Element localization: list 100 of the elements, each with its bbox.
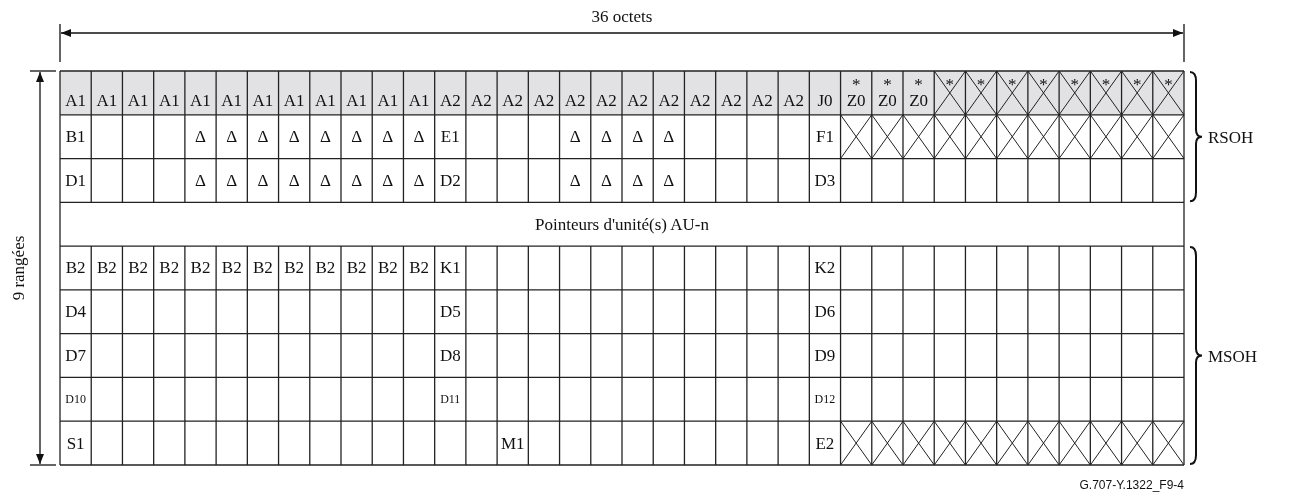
asterisk-mark: *: [883, 74, 892, 93]
byte-label: M1: [500, 434, 525, 452]
byte-label: B2: [221, 259, 242, 277]
asterisk-mark: *: [1132, 74, 1142, 93]
byte-label: Δ: [288, 128, 300, 146]
byte-label: A1: [377, 91, 399, 112]
byte-label: B2: [377, 259, 398, 277]
byte-label: Δ: [288, 171, 300, 189]
byte-label: Δ: [226, 171, 238, 189]
dimension-label: 36 octets: [591, 8, 653, 25]
byte-label: Δ: [382, 128, 394, 146]
byte-label: D8: [439, 347, 461, 365]
section-label: RSOH: [1208, 128, 1254, 146]
section-label: MSOH: [1208, 347, 1258, 365]
byte-label: D12: [814, 393, 836, 406]
byte-label: A2: [502, 91, 524, 112]
asterisk-mark: *: [1101, 74, 1111, 93]
byte-label: A1: [408, 91, 430, 112]
byte-label: B2: [253, 259, 273, 277]
asterisk-mark: *: [914, 74, 923, 93]
byte-label: B2: [159, 259, 180, 277]
byte-label: A1: [315, 91, 336, 112]
byte-label: A1: [283, 91, 305, 112]
byte-label: A1: [158, 91, 180, 112]
byte-label: Δ: [569, 171, 581, 189]
asterisk-mark: *: [1070, 74, 1079, 93]
byte-label: Δ: [351, 171, 363, 189]
asterisk-mark: *: [1164, 74, 1173, 93]
byte-label: F1: [815, 128, 834, 146]
byte-label: A1: [96, 91, 118, 112]
byte-label: Δ: [413, 171, 425, 189]
byte-label: D5: [439, 303, 461, 321]
byte-label: A1: [190, 91, 211, 112]
byte-label: A2: [752, 91, 773, 112]
byte-label: A2: [689, 91, 711, 112]
byte-label: A1: [221, 91, 243, 112]
asterisk-mark: *: [945, 74, 955, 93]
byte-label: Δ: [600, 128, 612, 146]
byte-label: Δ: [632, 171, 644, 189]
byte-label: Δ: [600, 171, 612, 189]
byte-label: D2: [439, 171, 461, 189]
byte-label: D3: [814, 171, 836, 189]
byte-label: A2: [627, 91, 648, 112]
byte-label: A2: [564, 91, 586, 112]
byte-label: B1: [65, 128, 86, 146]
byte-label: B2: [128, 259, 148, 277]
byte-label: D10: [65, 393, 86, 406]
byte-label: Δ: [351, 128, 363, 146]
byte-label: S1: [66, 434, 85, 452]
byte-label: Δ: [663, 171, 675, 189]
byte-label: Δ: [319, 128, 331, 146]
byte-label: B2: [65, 259, 86, 277]
byte-label: B2: [409, 259, 429, 277]
byte-label: A1: [252, 91, 274, 112]
byte-label: Δ: [257, 128, 269, 146]
byte-label: A1: [127, 91, 149, 112]
byte-label: D7: [65, 347, 86, 365]
byte-label: D4: [65, 303, 86, 321]
byte-label: A1: [346, 91, 367, 112]
byte-label: Δ: [663, 128, 675, 146]
byte-label: Δ: [632, 128, 644, 146]
byte-label: Z0: [909, 91, 929, 112]
byte-label: A2: [596, 91, 617, 112]
byte-label: Δ: [569, 128, 581, 146]
byte-label: E1: [440, 128, 460, 146]
byte-label: B2: [346, 259, 367, 277]
byte-label: A1: [65, 91, 86, 112]
byte-label: B2: [284, 259, 305, 277]
byte-label: K1: [439, 259, 461, 277]
byte-label: D11: [440, 393, 461, 406]
byte-label: D6: [814, 303, 836, 321]
byte-label: Z0: [846, 91, 866, 112]
byte-label: A2: [533, 91, 555, 112]
byte-label: Δ: [195, 171, 206, 189]
byte-label: B2: [96, 259, 117, 277]
byte-label: A2: [783, 91, 805, 112]
byte-label: Z0: [877, 91, 897, 112]
byte-label: A2: [720, 91, 742, 112]
asterisk-mark: *: [1039, 74, 1048, 93]
dimension-label: 9 rangées: [9, 235, 27, 301]
byte-label: K2: [814, 259, 836, 277]
byte-label: A2: [439, 91, 461, 112]
figure-caption: G.707-Y.1322_F9-4: [1079, 478, 1184, 492]
byte-label: B2: [190, 259, 211, 277]
byte-label: Δ: [413, 128, 425, 146]
byte-label: Δ: [257, 171, 269, 189]
asterisk-mark: *: [976, 74, 986, 93]
asterisk-mark: *: [851, 74, 861, 93]
byte-label: A2: [471, 91, 492, 112]
byte-label: Δ: [319, 171, 331, 189]
byte-label: D1: [65, 171, 86, 189]
byte-label: E2: [815, 434, 835, 452]
asterisk-mark: *: [1008, 74, 1017, 93]
byte-label: Δ: [195, 128, 206, 146]
byte-label: A2: [658, 91, 680, 112]
byte-label: B2: [315, 259, 336, 277]
byte-label: Δ: [226, 128, 238, 146]
byte-label: J0: [817, 91, 833, 112]
byte-label: D9: [814, 347, 836, 365]
byte-label: Δ: [382, 171, 394, 189]
